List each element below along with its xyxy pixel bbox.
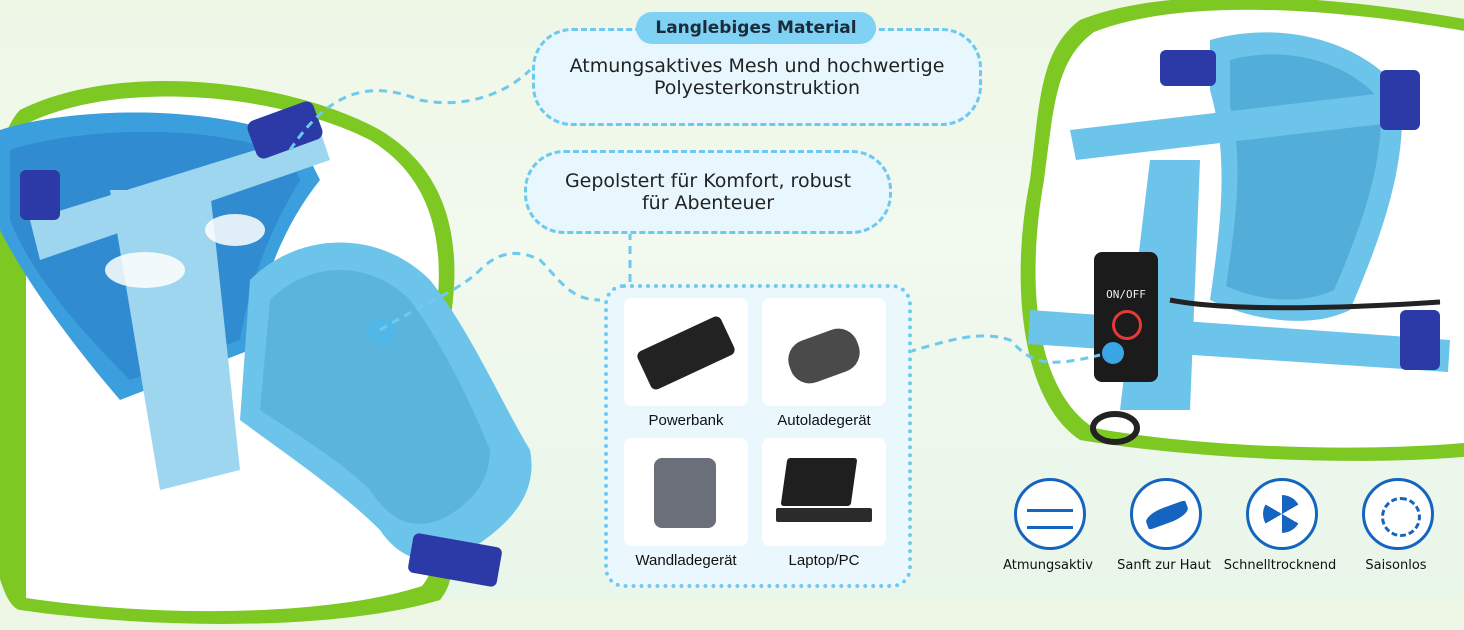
device-card-powerbank xyxy=(624,298,748,406)
power-icon xyxy=(1112,310,1142,340)
callout-connectors xyxy=(288,68,1101,364)
touch-point-icon xyxy=(1102,342,1124,364)
harness-closeup-image xyxy=(0,101,532,587)
feather-icon xyxy=(1130,478,1202,550)
device-card-car-charger xyxy=(762,298,886,406)
on-off-label: ON/OFF xyxy=(1106,288,1146,301)
snow-sun-shape xyxy=(1381,497,1421,537)
laptop-icon xyxy=(780,458,858,506)
device-card-laptop xyxy=(762,438,886,546)
device-label-powerbank: Powerbank xyxy=(648,412,724,429)
device-label-laptop: Laptop/PC xyxy=(788,552,860,569)
breathable-layers xyxy=(1027,509,1073,529)
laptop-keyboard xyxy=(776,508,872,522)
breathable-icon xyxy=(1014,478,1086,550)
feature-label-breathable: Atmungsaktiv xyxy=(1003,558,1093,573)
device-label-car-charger: Autoladegerät xyxy=(777,412,871,429)
snow-sun-icon xyxy=(1362,478,1434,550)
material-description: Atmungsaktives Mesh und hochwertige Poly… xyxy=(569,55,945,99)
feature-label-quickdry: Schnelltrocknend xyxy=(1223,558,1337,573)
device-label-wall-charger: Wandladegerät xyxy=(635,552,737,569)
feature-label-soft: Sanft zur Haut xyxy=(1117,558,1211,573)
powerbank-icon xyxy=(635,314,737,392)
feature-label-seasonless: Saisonlos xyxy=(1365,558,1427,573)
charging-devices-panel: Powerbank Autoladegerät Wandladegerät La… xyxy=(604,284,912,588)
material-title: Langlebiges Material xyxy=(636,12,876,44)
car-charger-icon xyxy=(782,323,866,389)
feather-shape xyxy=(1143,499,1191,531)
light-module: ON/OFF xyxy=(1094,252,1158,382)
fan-icon xyxy=(1246,478,1318,550)
padding-description: Gepolstert für Komfort, robust für Abent… xyxy=(564,170,852,214)
padding-callout: Gepolstert für Komfort, robust für Abent… xyxy=(524,150,892,234)
wall-charger-icon xyxy=(654,458,716,528)
fan-blades xyxy=(1263,495,1301,533)
device-card-wall-charger xyxy=(624,438,748,546)
